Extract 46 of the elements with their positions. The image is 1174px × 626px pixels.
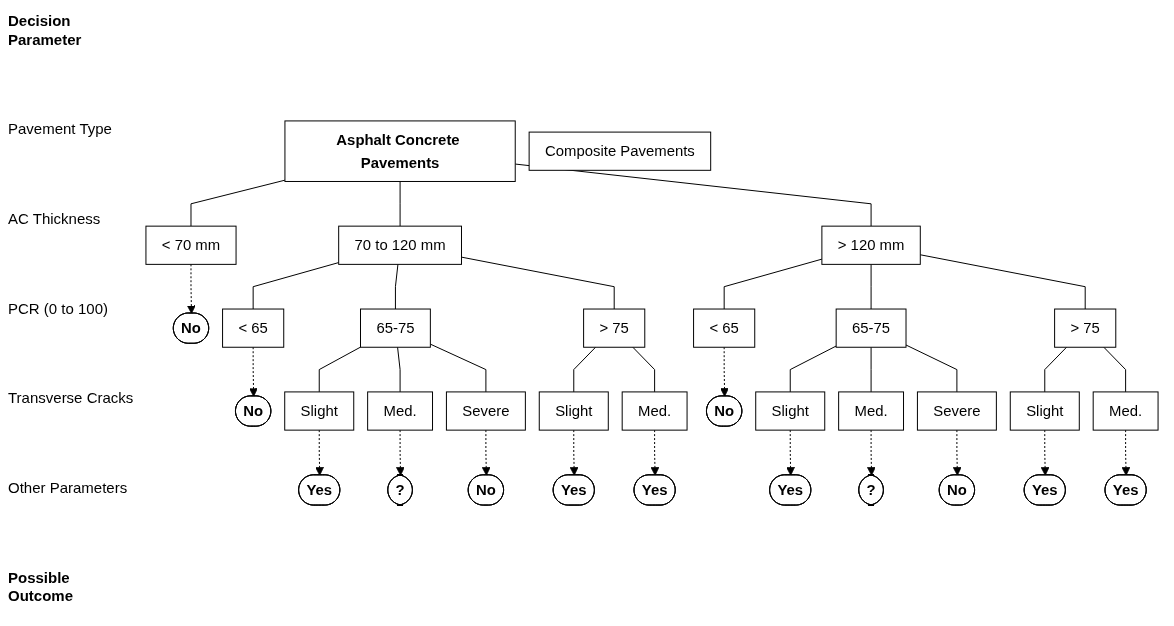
connector <box>789 345 837 393</box>
node-box: Med. <box>621 391 688 431</box>
connector <box>461 256 615 310</box>
row-label: Pavement Type <box>8 120 113 140</box>
row-label: Possible Outcome <box>8 568 74 606</box>
connector <box>573 346 597 393</box>
row-label: PCR (0 to 100) <box>8 299 110 319</box>
node-box: < 65 <box>693 308 756 348</box>
node-box: Med. <box>1092 391 1159 431</box>
node-box: Med. <box>838 391 904 431</box>
node-box: Slight <box>284 391 355 431</box>
connector <box>723 258 823 310</box>
node-box: > 75 <box>583 308 646 348</box>
node-box: Slight <box>538 391 609 431</box>
node-box: < 65 <box>222 308 285 348</box>
node-box: Med. <box>367 391 433 431</box>
node-box: Slight <box>1009 391 1080 431</box>
row-label: Decision Parameter <box>8 12 83 50</box>
node-box: Severe <box>916 391 997 431</box>
connector <box>397 346 401 393</box>
node-box: Severe <box>445 391 526 431</box>
node-box: Composite Pavements <box>528 131 712 171</box>
connector <box>870 263 872 310</box>
node-box: Slight <box>755 391 826 431</box>
node-box: 65-75 <box>835 308 907 348</box>
connector <box>1044 346 1068 393</box>
connector <box>632 346 656 393</box>
node-box: 65-75 <box>360 308 431 348</box>
row-label: Transverse Cracks <box>8 389 135 408</box>
connector <box>399 180 401 227</box>
connector <box>919 254 1086 310</box>
node-box: Asphalt Concrete Pavements <box>284 120 516 182</box>
connector <box>318 346 361 393</box>
connector <box>429 343 487 393</box>
node-box: > 75 <box>1054 308 1117 348</box>
row-label: Other Parameters <box>8 478 129 498</box>
connector <box>1103 346 1127 393</box>
connector <box>394 263 399 310</box>
connector <box>190 179 286 227</box>
connector <box>870 346 872 393</box>
node-box: < 70 mm <box>145 225 237 265</box>
row-label: AC Thickness <box>8 210 102 229</box>
node-box: 70 to 120 mm <box>338 225 462 265</box>
connector <box>252 262 340 310</box>
connector <box>905 344 958 393</box>
node-box: > 120 mm <box>821 225 921 265</box>
